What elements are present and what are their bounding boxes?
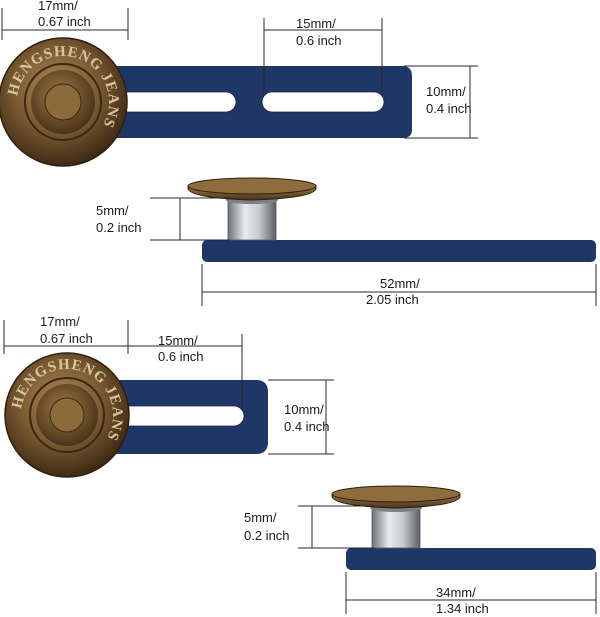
figure-a-stem-height-l2: 0.2 inch: [96, 220, 142, 235]
figure-a-button-width-l2: 0.67 inch: [38, 14, 91, 29]
strap-short-side: [346, 548, 596, 570]
figure-b-stem-height-l2: 0.2 inch: [244, 528, 290, 543]
figure-a-side-view: 5mm/ 0.2 inch 52mm/ 2.05 inch: [96, 177, 597, 307]
figure-a-total-length-l2: 2.05 inch: [366, 292, 419, 307]
slot-1: [117, 91, 237, 113]
figure-a-top-view: HENGSHENG JEANS 17mm/ 0.67 inch 15mm/ 0.…: [0, 0, 478, 167]
figure-b-total-length-l2: 1.34 inch: [436, 601, 489, 616]
figure-b-slot-length-l2: 0.6 inch: [158, 349, 204, 364]
figure-b-stem-height-l1: 5mm/: [244, 510, 277, 525]
figure-a-total-length-l1: 52mm/: [380, 276, 420, 291]
slot-3: [119, 405, 245, 427]
figure-b-total-length-l1: 34mm/: [436, 585, 476, 600]
figure-b-button-width-l2: 0.67 inch: [40, 331, 93, 346]
figure-a-stem-height-l1: 5mm/: [96, 203, 129, 218]
figure-b-side-view: 5mm/ 0.2 inch 34mm/ 1.34 inch: [244, 485, 597, 616]
figure-a-slot-length-l1: 15mm/: [296, 16, 336, 31]
button-top-b: HENGSHENG JEANS: [4, 352, 130, 478]
figure-b-strap-width-l1: 10mm/: [284, 402, 324, 417]
slot-2: [261, 91, 385, 113]
figure-a-button-width-l1: 17mm/: [38, 0, 78, 13]
figure-b-slot-length-l1: 15mm/: [158, 333, 198, 348]
button-cap-side-a: [187, 177, 317, 201]
figure-a-strap-width-l2: 0.4 inch: [426, 101, 472, 116]
strap-long-side: [202, 240, 596, 262]
figure-a-slot-length-l2: 0.6 inch: [296, 33, 342, 48]
figure-b-top-view: HENGSHENG JEANS 17mm/ 0.67 inch 15mm/ 0.…: [3, 314, 334, 478]
figure-b-strap-width-l2: 0.4 inch: [284, 419, 330, 434]
figure-b-button-width-l1: 17mm/: [40, 314, 80, 329]
figure-a-strap-width-l1: 10mm/: [426, 84, 466, 99]
button-cap-side-b: [331, 485, 461, 509]
strap-long-top: [100, 66, 412, 138]
button-top-a: HENGSHENG JEANS: [0, 37, 128, 167]
